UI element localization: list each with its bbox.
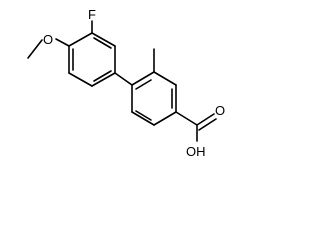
ring-a-bond-4 xyxy=(68,72,93,87)
carbonyl-bond-2 xyxy=(198,118,217,131)
methyl-benzoic-ring xyxy=(131,71,177,126)
ring-b-bond-2 xyxy=(153,71,177,86)
fluorine-atom-label: F xyxy=(88,7,96,22)
carbonyl-oxygen-label: O xyxy=(215,103,225,118)
chemical-structure-diagram: F O O OH xyxy=(27,7,225,159)
o-methyl-bond xyxy=(27,39,43,59)
fluoro-methoxy-ring xyxy=(68,32,116,87)
ring-b-double-bond-1 xyxy=(135,79,152,90)
ring-a-double-bond-1 xyxy=(93,37,112,49)
ring-b-double-bond-3 xyxy=(135,110,152,121)
methoxy-oxygen-label: O xyxy=(43,32,53,47)
ring-b-bond-1 xyxy=(131,71,155,86)
biaryl-bond xyxy=(114,72,133,86)
ring-a-bond-3 xyxy=(91,72,116,87)
carbonyl-bond-1 xyxy=(196,113,215,126)
ring-b-bond-4 xyxy=(153,111,177,126)
ring-a-double-bond-2 xyxy=(93,70,112,82)
c-o-methoxy-bond xyxy=(55,38,70,47)
c-carboxyl-bond xyxy=(175,111,198,126)
ring-a-bond-6 xyxy=(68,32,93,47)
ring-b-bond-5 xyxy=(131,111,155,126)
hydroxyl-label: OH xyxy=(186,144,206,159)
ring-a-bond-1 xyxy=(91,32,116,47)
